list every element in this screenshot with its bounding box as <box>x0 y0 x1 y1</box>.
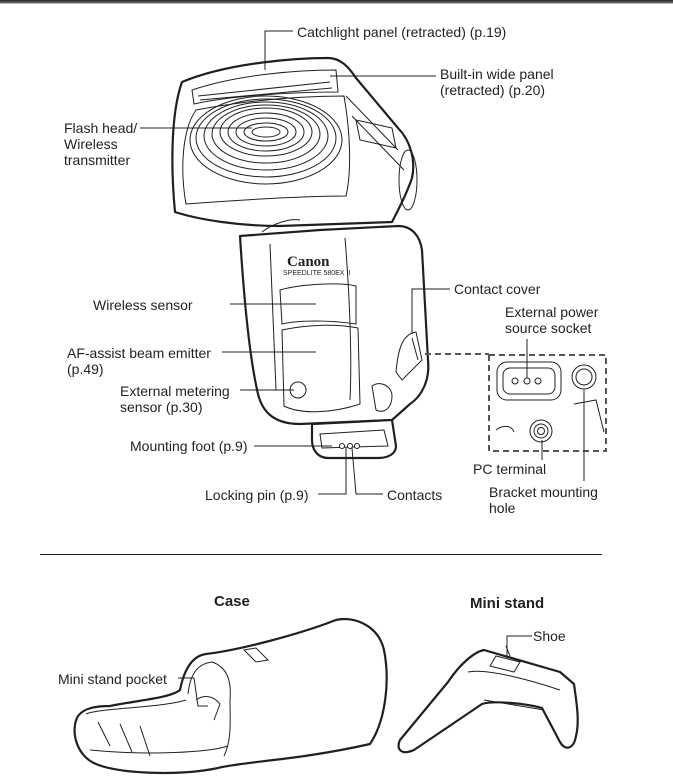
label-flash-head-line2: Wireless <box>64 136 118 152</box>
brand-logo: Canon <box>287 254 330 270</box>
label-af-assist-line2: (p.49) <box>67 361 104 377</box>
label-mini-stand-pocket: Mini stand pocket <box>58 671 167 687</box>
label-shoe: Shoe <box>533 628 566 644</box>
label-external-metering-line1: External metering <box>120 383 230 399</box>
flash-head-drawing <box>171 56 418 228</box>
section-divider <box>40 554 602 555</box>
label-flash-head-line1: Flash head/ <box>64 120 138 136</box>
callout-lines <box>140 30 585 495</box>
label-bracket-line2: hole <box>489 500 516 516</box>
case-title: Case <box>214 593 250 610</box>
label-locking-pin: Locking pin (p.9) <box>205 487 309 503</box>
label-flash-head-line3: transmitter <box>64 152 131 168</box>
viewer-top-bar <box>0 0 673 4</box>
flash-body-drawing <box>238 219 430 460</box>
fresnel-rings <box>189 95 343 185</box>
label-ext-power-line1: External power <box>505 304 599 320</box>
mini-stand-drawing <box>178 635 579 754</box>
label-af-assist-line1: AF-assist beam emitter <box>67 345 211 361</box>
label-pc-terminal: PC terminal <box>473 461 547 477</box>
label-contacts: Contacts <box>387 487 443 503</box>
label-catchlight-panel: Catchlight panel (retracted) (p.19) <box>297 24 507 40</box>
label-wide-panel-line1: Built-in wide panel <box>440 66 554 82</box>
label-wide-panel-line2: (retracted) (p.20) <box>440 82 546 98</box>
case-drawing <box>73 618 388 775</box>
model-name: SPEEDLITE 580EX II <box>283 270 351 277</box>
label-wireless-sensor: Wireless sensor <box>93 297 193 313</box>
label-ext-power-line2: source socket <box>505 320 592 336</box>
label-bracket-line1: Bracket mounting <box>489 484 598 500</box>
mini-stand-title: Mini stand <box>470 595 545 612</box>
label-mounting-foot: Mounting foot (p.9) <box>130 438 248 454</box>
connector-inset-drawing <box>425 353 607 452</box>
label-contact-cover: Contact cover <box>454 281 541 297</box>
label-external-metering-line2: sensor (p.30) <box>120 399 203 415</box>
